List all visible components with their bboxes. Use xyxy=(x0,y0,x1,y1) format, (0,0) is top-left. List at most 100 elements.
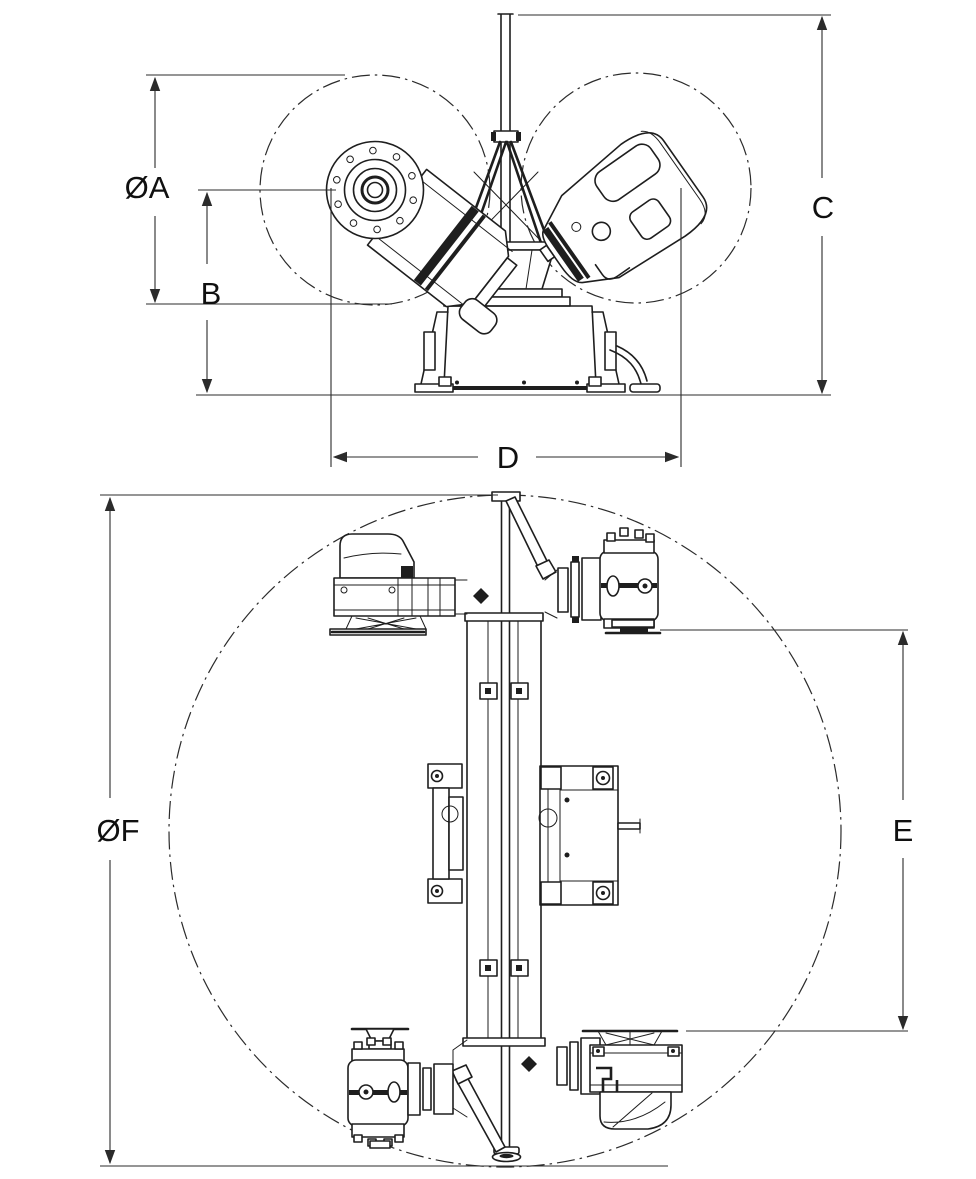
unit-bottom-left xyxy=(347,1027,468,1149)
dim-f: ØF xyxy=(96,494,668,1167)
dim-b: B xyxy=(198,189,336,394)
motor-end-bracket xyxy=(458,297,498,335)
boss-dot xyxy=(642,583,648,589)
cap-bolt xyxy=(353,1134,363,1143)
arm-transition xyxy=(452,1039,468,1118)
unit-top-right xyxy=(557,527,662,635)
motor-dot xyxy=(564,852,570,858)
dim-e-extensions xyxy=(660,629,908,1032)
beam-links xyxy=(454,569,558,619)
column-bottom-cap xyxy=(462,1037,546,1047)
gearbox-cap xyxy=(351,1123,405,1138)
screw-dot xyxy=(522,380,526,385)
motor-band xyxy=(413,205,479,286)
housing-tab xyxy=(539,244,556,263)
cable-hook xyxy=(609,345,648,385)
dim-d: D xyxy=(330,188,682,475)
cap-bolt xyxy=(606,532,616,542)
housing-vent xyxy=(571,221,582,232)
foot-plate xyxy=(611,619,655,628)
unit-screw xyxy=(388,586,396,594)
motor-bolt-dot xyxy=(601,891,605,895)
housing-opening xyxy=(629,198,672,241)
gearbox-rib xyxy=(557,567,569,613)
housing-band xyxy=(548,221,591,280)
bracket-bolt-dot xyxy=(435,774,439,778)
housing-visor xyxy=(594,143,661,203)
clamp-nub xyxy=(491,132,496,141)
cap-bolt xyxy=(366,1037,376,1046)
gearbox-midband xyxy=(349,1090,407,1095)
motor-pad xyxy=(540,766,562,790)
central-column xyxy=(443,569,558,1072)
plan-braces xyxy=(451,496,557,1153)
bracket-bolt-dot xyxy=(435,889,439,893)
dim-f-label: ØF xyxy=(96,813,139,848)
rib-bolt xyxy=(572,617,579,623)
rotation-circle xyxy=(168,494,842,1168)
bolt-hole xyxy=(334,200,342,208)
gearbox-rib xyxy=(433,1063,454,1115)
clamp-nub xyxy=(516,132,521,141)
housing-band xyxy=(542,227,584,282)
dim-a: ØA xyxy=(125,74,392,305)
cover-dome xyxy=(339,533,415,579)
top-brace-foot xyxy=(535,559,557,580)
bolt-hole xyxy=(408,172,416,180)
base-side-tab xyxy=(423,331,436,371)
bolt-hole xyxy=(349,219,358,227)
bottom-brace-foot xyxy=(451,1064,473,1085)
gearbox-rib xyxy=(581,557,602,621)
motor-shaft xyxy=(617,822,641,830)
cap-bolt xyxy=(645,533,655,543)
dim-c-extensions xyxy=(196,14,831,396)
clamp-bolt xyxy=(516,688,522,694)
foot-bolt xyxy=(438,376,452,387)
cap-bolt xyxy=(382,1037,392,1046)
dim-a-extensions xyxy=(146,74,392,305)
motor-block-lines xyxy=(547,765,619,906)
cap-bolt xyxy=(619,527,629,537)
dim-d-label: D xyxy=(497,440,519,475)
beam-knob xyxy=(473,588,489,604)
pole xyxy=(491,13,521,253)
cap-bolt xyxy=(394,1134,404,1143)
bracket-notch xyxy=(441,805,459,823)
dim-c-label: C xyxy=(812,190,834,225)
unit-screw-dot xyxy=(671,1049,675,1053)
left-actuator xyxy=(325,140,518,335)
flange-bearing xyxy=(352,167,398,213)
motor-center xyxy=(427,763,641,906)
front-view: ØA B C D xyxy=(125,13,834,475)
cap-bolt xyxy=(353,1041,363,1050)
dim-d-extensions xyxy=(330,188,682,467)
gearbox-boss xyxy=(387,1081,401,1103)
motor-pad xyxy=(540,881,562,905)
motor-bolt-dot xyxy=(601,776,605,780)
dim-f-extensions xyxy=(100,494,668,1167)
motor-port xyxy=(538,808,558,828)
dim-b-label: B xyxy=(201,276,222,311)
dim-e: E xyxy=(660,629,914,1032)
right-actuator xyxy=(539,130,708,284)
mount-fan xyxy=(345,615,427,630)
bolt-hole xyxy=(346,155,354,164)
bolt-hole xyxy=(396,216,404,225)
brace-legs xyxy=(460,140,552,248)
hook-foot xyxy=(629,383,661,393)
cover-fold xyxy=(343,552,402,559)
motor-end xyxy=(413,205,518,335)
plan-view: ØF E xyxy=(96,491,914,1168)
column-top-cap xyxy=(464,612,544,622)
dim-c: C xyxy=(196,14,834,396)
clamp-bolt xyxy=(485,965,491,971)
bolt-hole xyxy=(392,153,401,161)
screw-dot xyxy=(575,380,579,385)
gearbox-rib xyxy=(407,1062,421,1116)
unit-body-lines xyxy=(589,1052,683,1086)
mount-fan xyxy=(597,1030,663,1046)
unit-screw-dot xyxy=(596,1049,600,1053)
dim-e-label: E xyxy=(893,813,914,848)
